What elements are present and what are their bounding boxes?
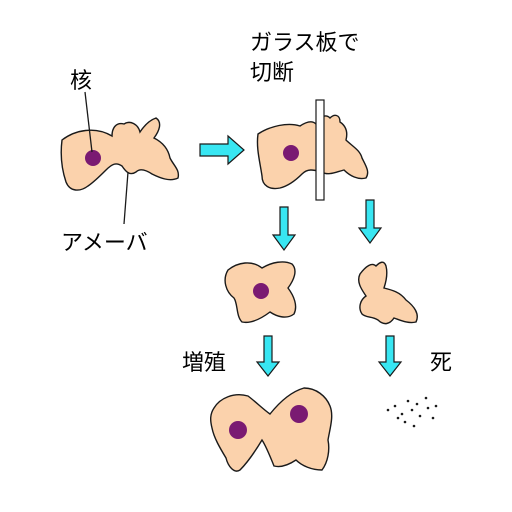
amoeba-label: アメーバ [61,231,148,256]
debris-dot [406,399,410,403]
debris-dot [434,404,438,408]
debris-dot [400,412,404,416]
amoeba-cut-body [256,114,369,190]
fragment-anucleate-body [357,261,418,325]
dead-debris [386,396,438,428]
amoeba-original-body [60,117,180,191]
death-label: 死 [430,351,452,376]
fragment-nucleated [224,261,297,324]
amoeba-cut [256,114,369,190]
amoeba-original-nucleus [85,150,101,166]
debris-dot [418,414,422,418]
debris-dot [412,424,416,428]
cut-label-line2: 切断 [250,61,294,86]
nucleus-label: 核 [70,69,92,94]
arrow-down-anucleate [357,199,383,245]
debris-dot [403,420,407,424]
amoeba-proliferating-nucleus-left [229,421,247,439]
amoeba-proliferating-nucleus-right [290,405,308,423]
proliferation-label: 増殖 [182,351,226,376]
fragment-anucleate [357,261,418,325]
amoeba-cut-nucleus [283,145,299,161]
cut-label-line1: ガラス板で [250,31,360,56]
debris-dot [410,408,414,412]
glass-plate [315,99,325,201]
arrow-down-death [377,335,403,377]
debris-dot [386,408,390,412]
debris-dot [424,396,428,400]
nucleus-leader-line [84,91,93,153]
arrow-down-proliferation [255,335,281,377]
debris-dot [431,416,435,420]
fragment-nucleated-nucleus [253,283,269,299]
amoeba-original [60,117,180,191]
debris-dot [415,402,419,406]
debris-dot [396,416,400,420]
arrow-down-nucleated [271,206,297,252]
debris-dot [393,404,397,408]
debris-dot [426,406,430,410]
arrow-to-cutting [199,134,245,166]
amoeba-proliferating-body [209,387,333,472]
amoeba-proliferating [209,387,333,472]
amoeba-leader-line [123,171,129,225]
